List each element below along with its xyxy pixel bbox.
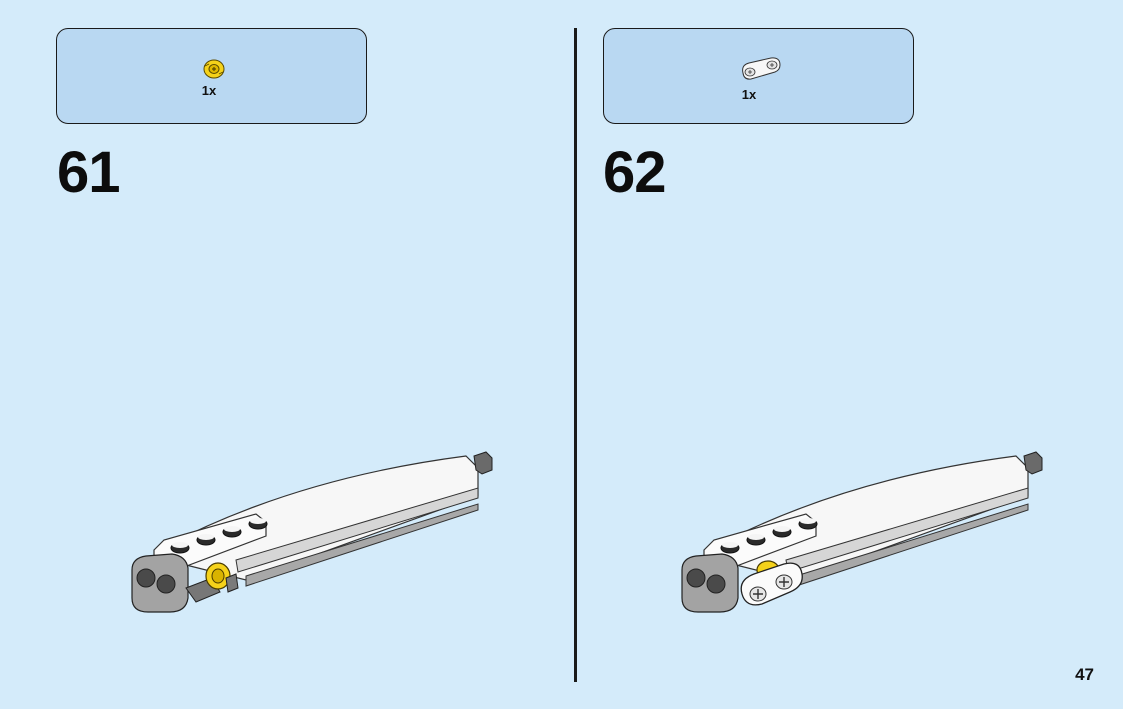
white-connector-icon [742,57,781,80]
step-number: 61 [57,140,121,205]
part-quantity: 1x [201,83,217,98]
parts-callout-step-61: 1x [56,28,367,124]
page-number: 47 [1075,665,1094,684]
model-illustration-step-61 [131,451,493,613]
page-divider [574,28,577,682]
step-number: 62 [603,140,667,205]
part-quantity: 1x [741,87,757,102]
yellow-bushing-icon [203,59,225,79]
parts-callout-step-62: 1x [603,28,914,124]
model-illustration-step-62 [681,451,1043,613]
